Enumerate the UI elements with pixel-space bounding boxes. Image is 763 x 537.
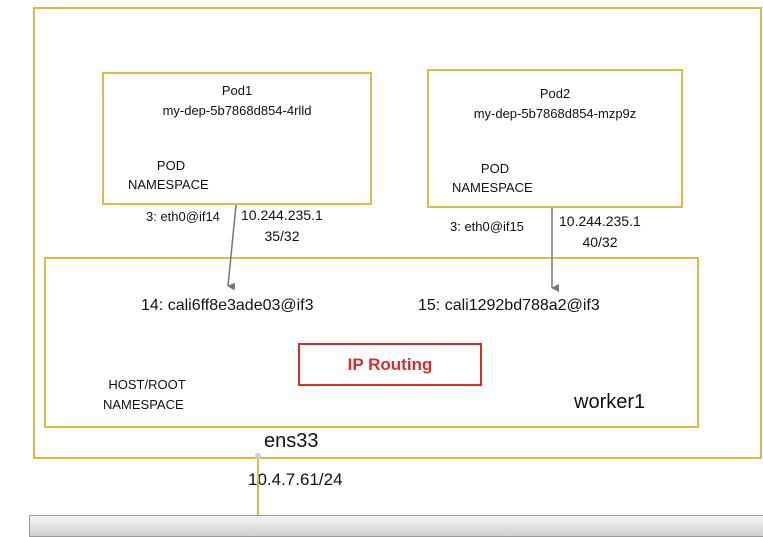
worker-node-box — [33, 7, 762, 459]
pod2-ip-line1: 10.244.235.1 — [559, 213, 641, 229]
pod1-ip-line2: 35/32 — [264, 228, 300, 244]
pod2-namespace-line2: NAMESPACE — [452, 180, 533, 195]
pod1-box — [102, 72, 372, 205]
pod2-ip-line2: 40/32 — [582, 234, 618, 250]
pod1-to-cali-arrow — [227, 204, 237, 291]
pod2-namespace-line1: POD — [480, 161, 510, 176]
host-namespace-line1: HOST/ROOT — [108, 377, 186, 392]
pod1-eth0-label: 3: eth0@if14 — [146, 209, 220, 224]
nic-port-dot — [255, 453, 261, 459]
nic-ip: 10.4.7.61/24 — [248, 470, 343, 489]
cali-interface-1: 14: cali6ff8e3ade03@if3 — [141, 297, 314, 314]
pod1-namespace-line1: POD — [156, 158, 186, 173]
ip-routing-box: IP Routing — [298, 343, 482, 386]
pod2-title: Pod2 — [539, 86, 571, 101]
pod2-box — [427, 69, 683, 208]
host-namespace-line2: NAMESPACE — [103, 397, 184, 412]
pod2-name: my-dep-5b7868d854-mzp9z — [473, 106, 637, 121]
pod1-name: my-dep-5b7868d854-4rlld — [162, 103, 312, 118]
node-name: worker1 — [574, 391, 646, 413]
pod1-namespace-line2: NAMESPACE — [128, 177, 209, 192]
pod1-title: Pod1 — [221, 83, 253, 98]
pod2-eth0-label: 3: eth0@if15 — [450, 219, 524, 234]
pod1-ip-line1: 10.244.235.1 — [241, 207, 323, 223]
host-namespace-box — [44, 257, 699, 428]
nic-name: ens33 — [264, 430, 319, 452]
ip-routing-label: IP Routing — [347, 355, 433, 374]
cali-interface-2: 15: cali1292bd788a2@if3 — [418, 297, 600, 314]
